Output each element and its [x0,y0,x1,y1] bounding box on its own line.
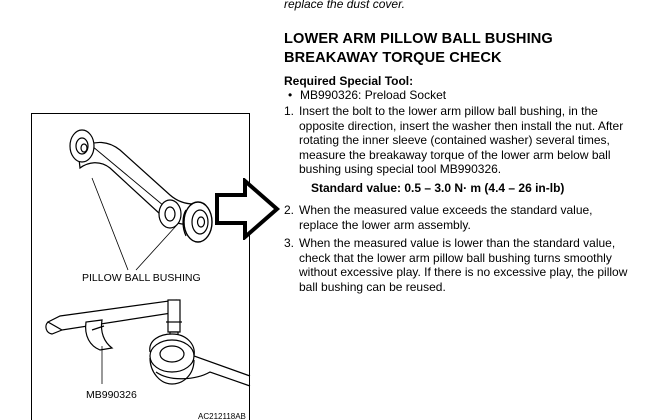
tool-item-text: MB990326: Preload Socket [300,88,447,102]
leader-lines [91,177,177,271]
previous-step-fragment: replace the dust cover. [284,0,405,11]
tool-number-label: MB990326 [86,389,137,401]
figure-frame [31,113,250,420]
step-3: 3. When the measured value is lower than… [284,236,634,294]
section-heading: LOWER ARM PILLOW BALL BUSHING BREAKAWAY … [284,31,553,66]
step-1-number: 1. [284,104,295,118]
right-arrow-icon [215,178,281,240]
step-1: 1. Insert the bolt to the lower arm pill… [284,104,634,177]
step-3-text: When the measured value is lower than th… [299,236,628,294]
step-2: 2. When the measured value exceeds the s… [284,203,634,232]
lower-arm-drawing [69,129,213,243]
step-2-text: When the measured value exceeds the stan… [299,203,593,232]
bullet-icon: • [288,88,293,102]
step-1-text: Insert the bolt to the lower arm pillow … [299,104,624,176]
pillow-ball-bushing-label: PILLOW BALL BUSHING [82,272,201,284]
tool-list-item: • MB990326: Preload Socket [288,88,446,102]
step-2-number: 2. [284,203,295,217]
standard-value: Standard value: 0.5 – 3.0 N· m (4.4 – 26… [311,181,565,195]
required-tool-label: Required Special Tool: [284,74,414,88]
figure-code: AC212118AB [198,412,246,420]
preload-socket-drawing [45,299,251,387]
step-3-number: 3. [284,236,295,250]
